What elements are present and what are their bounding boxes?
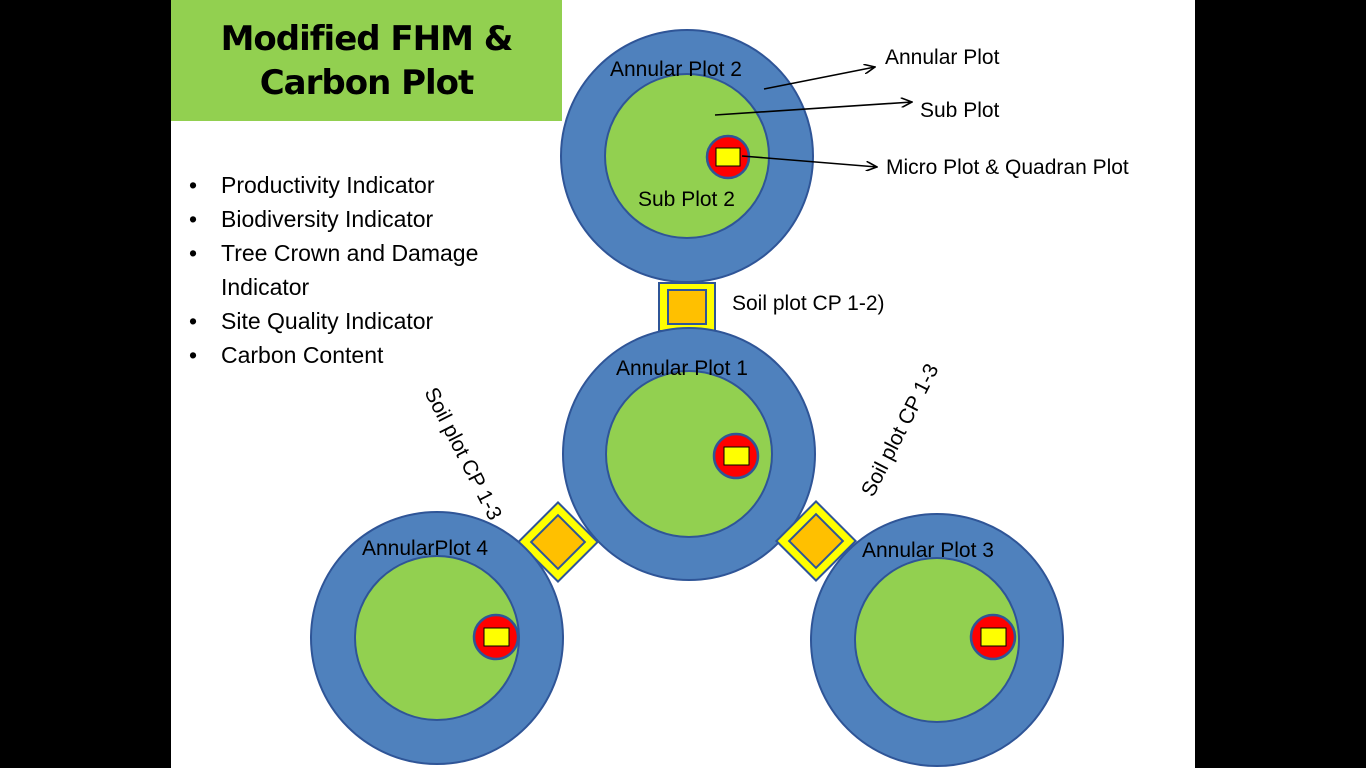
- sub-plot-2-label: Sub Plot 2: [638, 188, 735, 211]
- title-line-2: Carbon Plot: [259, 62, 475, 103]
- indicator-item: Tree Crown and Damage Indicator: [189, 236, 521, 304]
- title-box: Modified FHM & Carbon Plot: [171, 0, 562, 121]
- soil-plot-right-label: Soil plot CP 1-3: [857, 360, 944, 500]
- cluster-plot-1: Annular Plot 1: [562, 327, 816, 581]
- quadran-plot-4: [483, 627, 510, 647]
- micro-callout-label: Micro Plot & Quadran Plot: [886, 156, 1129, 179]
- sub-plot-2: [604, 73, 770, 239]
- quadran-plot-1: [723, 446, 750, 466]
- soil-plot-inner: [667, 289, 707, 325]
- cluster-plot-3: Annular Plot 3: [810, 513, 1064, 767]
- micro-callout-arrow: [741, 155, 877, 167]
- indicator-item: Productivity Indicator: [189, 168, 521, 202]
- annular-plot-1-label: Annular Plot 1: [616, 357, 748, 380]
- annular-callout-arrow: [763, 67, 875, 90]
- soil-plot-cp-1-2: Soil plot CP 1-2): [658, 282, 885, 332]
- sub-callout-arrow: [714, 102, 912, 116]
- indicator-item: Carbon Content: [189, 338, 521, 372]
- indicator-list: Productivity Indicator Biodiversity Indi…: [189, 168, 521, 372]
- sub-plot-1: [605, 370, 773, 538]
- soil-plot-inner: [529, 513, 587, 571]
- soil-plot-left-label: Soil plot CP 1-3: [420, 384, 507, 524]
- indicator-item: Site Quality Indicator: [189, 304, 521, 338]
- quadran-plot-2: [715, 147, 741, 167]
- soil-plot-cp-1-2-label: Soil plot CP 1-2): [732, 292, 885, 315]
- plot-diagram: Annular Plot 2 Sub Plot 2 Soil plot CP 1…: [310, 29, 1129, 767]
- sub-callout-label: Sub Plot: [920, 99, 1000, 122]
- quadran-plot-3: [980, 627, 1007, 647]
- annular-callout-label: Annular Plot: [885, 46, 1000, 69]
- cluster-plot-4: AnnularPlot 4: [310, 511, 564, 765]
- callouts: Annular Plot Sub Plot Micro Plot & Quadr…: [714, 46, 1129, 179]
- annular-plot-4-label: AnnularPlot 4: [362, 537, 488, 560]
- soil-plot-inner: [787, 512, 845, 570]
- cluster-plot-2: Annular Plot 2 Sub Plot 2: [560, 29, 814, 283]
- slide: Modified FHM & Carbon Plot Productivity …: [171, 0, 1195, 768]
- annular-plot-3-label: Annular Plot 3: [862, 539, 994, 562]
- sub-plot-3: [854, 557, 1020, 723]
- annular-plot-2-label: Annular Plot 2: [610, 58, 742, 81]
- indicator-item: Biodiversity Indicator: [189, 202, 521, 236]
- title-line-1: Modified FHM &: [220, 18, 514, 59]
